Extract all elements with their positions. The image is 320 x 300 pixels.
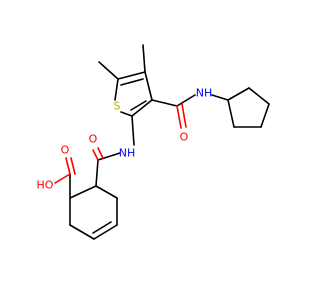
bond-c5-methyl — [98, 61, 119, 80]
bond-n-cyclopentyl — [211, 94, 229, 101]
label-o-acid: O — [61, 144, 70, 157]
bond-c4-methyl — [142, 44, 146, 73]
heteroatom-bonds — [54, 103, 187, 184]
bond-cp-3 — [260, 103, 270, 128]
bond-acid-co-b — [70, 157, 76, 175]
bond-middle-co-a — [92, 149, 99, 161]
bond-amide-ring — [95, 159, 99, 187]
bond-cp-5 — [227, 99, 235, 128]
molecule-structure: O NH O NH S O HO — [37, 44, 270, 240]
bond-ring-4 — [69, 224, 95, 240]
bond-ring-3-double — [93, 224, 118, 240]
bond-upper-co-b — [181, 103, 187, 128]
bond-upper-co-a — [176, 105, 182, 129]
bond-carbonyl-n — [176, 94, 196, 107]
atom-labels: O NH O NH S O HO — [37, 87, 213, 192]
bond-c3-c2-double-inner — [130, 100, 147, 111]
bond-acid-co-a — [65, 157, 71, 175]
label-o-upper: O — [180, 131, 189, 144]
bond-c3-c2-double — [131, 99, 153, 117]
bond-ring-1 — [95, 185, 118, 199]
bond-cp-1 — [227, 87, 250, 101]
bonds — [69, 44, 270, 240]
label-o-middle: O — [89, 133, 98, 146]
bond-c3-carbonyl — [151, 99, 178, 107]
label-nh-middle: NH — [119, 147, 136, 160]
label-oh-acid: HO — [37, 179, 54, 192]
bond-nh-carbonyl — [97, 152, 121, 161]
bond-c2-s — [120, 111, 133, 117]
bond-cp-2 — [248, 87, 270, 105]
bond-ring-3-double-inner — [92, 221, 112, 234]
bond-c2-nh — [131, 115, 135, 146]
label-nh-upper: NH — [196, 87, 213, 100]
bond-c4-c3 — [144, 71, 153, 101]
bond-s-c5 — [114, 78, 119, 101]
bond-middle-co-b — [97, 147, 104, 159]
label-s: S — [114, 100, 121, 113]
bond-acid-oh — [54, 173, 71, 184]
bond-c5-c4-double-inner — [120, 78, 144, 86]
bond-ring-6 — [69, 185, 97, 199]
bond-c5-c4-double — [117, 71, 146, 80]
